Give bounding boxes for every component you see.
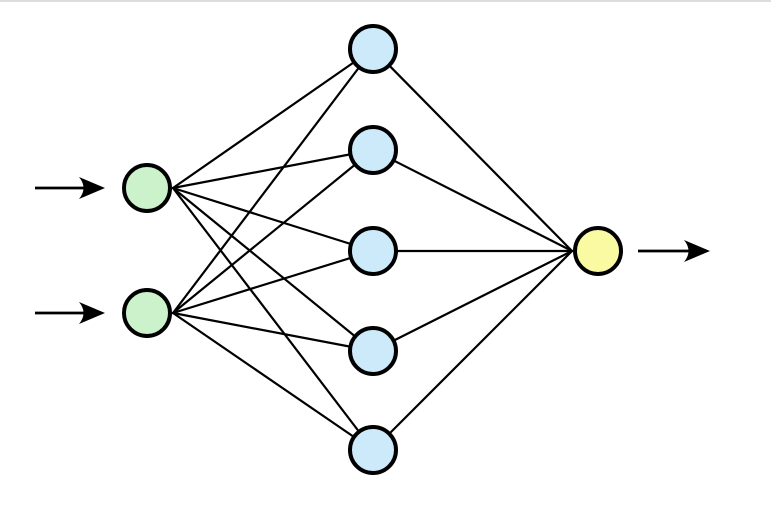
edge-i1-h1 bbox=[171, 47, 375, 190]
hidden-node-4 bbox=[348, 326, 398, 376]
hidden-node-3 bbox=[348, 226, 398, 276]
input-node-1 bbox=[122, 163, 172, 213]
edge-i2-h1 bbox=[171, 47, 375, 315]
edge-i1-h4 bbox=[171, 186, 375, 353]
top-border bbox=[0, 0, 771, 2]
edge-h1-o1 bbox=[371, 47, 574, 253]
output-arrow-head bbox=[684, 240, 710, 262]
output-node bbox=[573, 226, 623, 276]
hidden-node-2 bbox=[348, 125, 398, 175]
hidden-node-1 bbox=[348, 24, 398, 74]
edge-h2-o1 bbox=[371, 148, 574, 253]
edge-i2-h3 bbox=[171, 249, 375, 315]
edge-h4-o1 bbox=[371, 249, 574, 353]
input-arrow-2-head bbox=[79, 302, 105, 324]
edge-i2-h5 bbox=[171, 311, 375, 452]
edge-i2-h2 bbox=[171, 148, 375, 315]
input-node-2 bbox=[122, 288, 172, 338]
hidden-node-5 bbox=[348, 425, 398, 475]
edge-i1-h5 bbox=[171, 186, 375, 452]
input-arrow-1-head bbox=[79, 177, 105, 199]
edge-i1-h2 bbox=[171, 148, 375, 190]
edge-i1-h3 bbox=[171, 186, 375, 253]
edge-h5-o1 bbox=[371, 249, 574, 452]
edge-i2-h4 bbox=[171, 311, 375, 353]
